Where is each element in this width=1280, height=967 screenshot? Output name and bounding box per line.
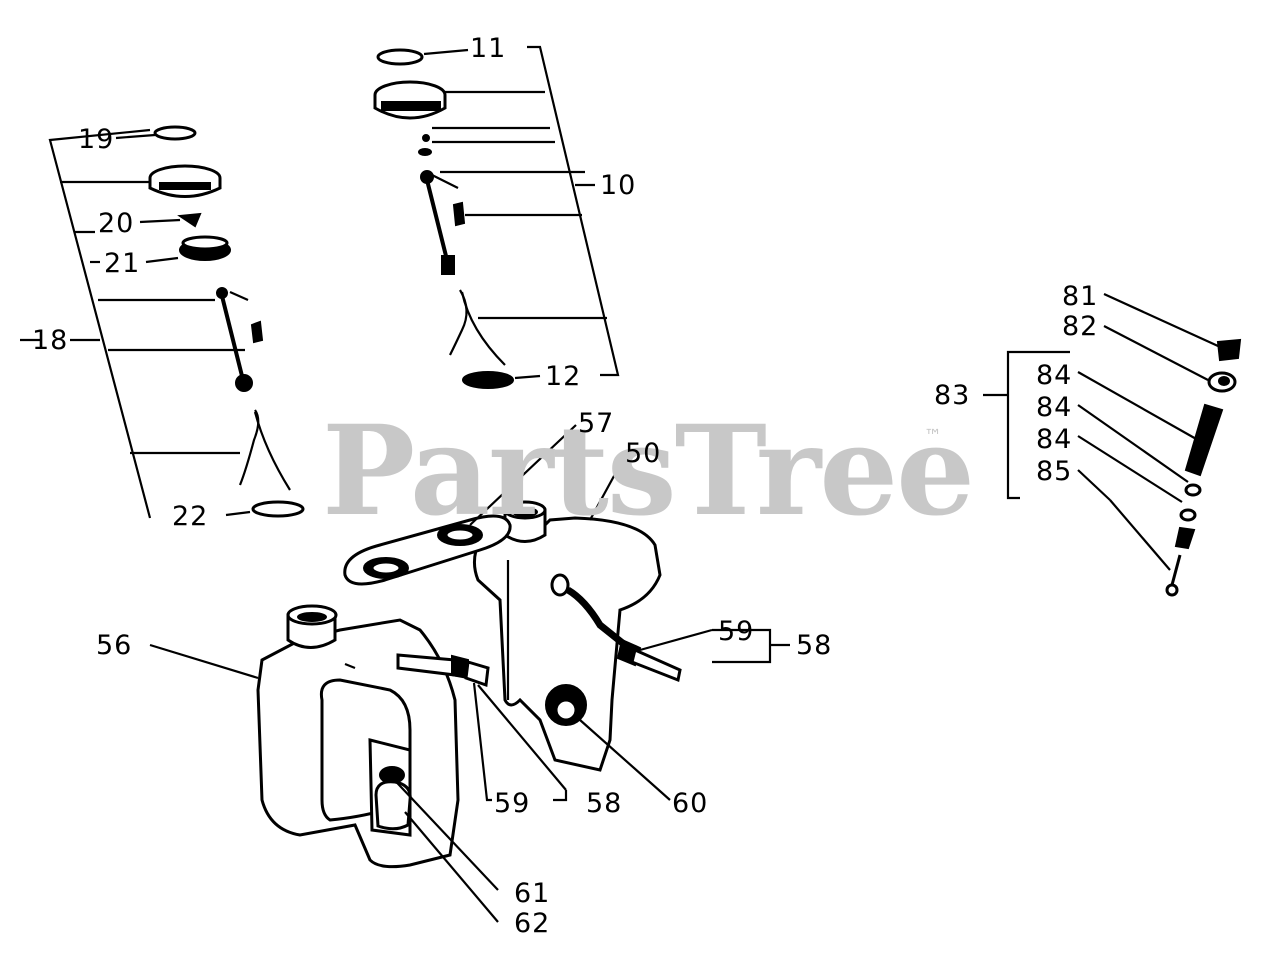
pickup-18	[216, 287, 291, 491]
assembly-18-bracket	[20, 128, 245, 519]
strap-57	[343, 514, 512, 586]
filter-12	[462, 371, 541, 389]
callout-61: 61	[514, 878, 551, 909]
callout-57: 57	[578, 408, 615, 439]
oring-11	[376, 48, 469, 66]
cap-10	[373, 80, 447, 120]
pin-85	[1077, 469, 1182, 597]
trademark-symbol: ™	[924, 426, 942, 447]
callout-50: 50	[625, 438, 662, 469]
tank-56	[256, 604, 490, 869]
callout-12: 12	[545, 361, 582, 392]
callout-60: 60	[672, 788, 709, 819]
callout-81: 81	[1062, 281, 1099, 312]
partstree-watermark: PartsTree	[322, 399, 975, 544]
oring-22	[225, 500, 305, 518]
callout-84-second: 84	[1036, 392, 1073, 423]
callout-85: 85	[1036, 456, 1073, 487]
callout-82: 82	[1062, 311, 1099, 342]
callout-83: 83	[934, 380, 971, 411]
nut-82	[1103, 325, 1237, 393]
callout-19: 19	[78, 124, 115, 155]
callout-18: 18	[32, 325, 69, 356]
parts-84	[1077, 371, 1224, 550]
callout-84-first: 84	[1036, 360, 1073, 391]
callout-10: 10	[600, 170, 637, 201]
leader-lines	[149, 424, 790, 923]
callout-58-right: 58	[796, 630, 833, 661]
assembly-83-bracket	[983, 350, 1070, 500]
callout-22: 22	[172, 501, 209, 532]
assembly-10-bracket	[432, 45, 620, 377]
callout-59-left: 59	[494, 788, 531, 819]
callout-59-right: 59	[718, 616, 755, 647]
cap-19	[148, 164, 222, 198]
callout-62: 62	[514, 908, 551, 939]
callout-58-left: 58	[586, 788, 623, 819]
vent-20	[139, 212, 202, 228]
callout-20: 20	[98, 208, 135, 239]
gasket-21	[145, 235, 231, 264]
pickup-10	[418, 134, 506, 366]
cap-81	[1103, 292, 1242, 362]
callout-11: 11	[470, 33, 507, 64]
callout-84-third: 84	[1036, 424, 1073, 455]
callout-21: 21	[104, 248, 141, 279]
oring-19	[115, 125, 197, 141]
callout-56: 56	[96, 630, 133, 661]
